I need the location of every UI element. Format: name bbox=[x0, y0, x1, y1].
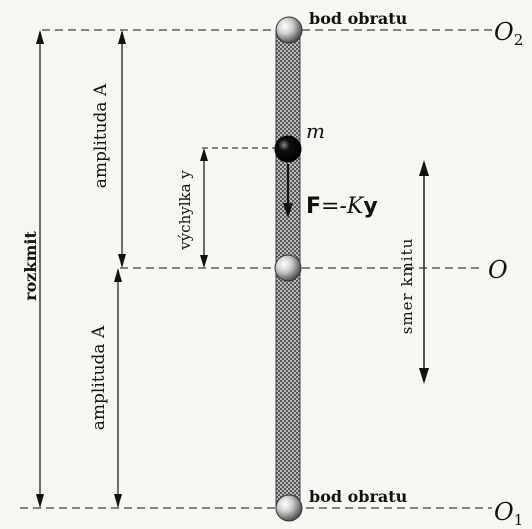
displacement-arrow bbox=[200, 148, 208, 268]
o2-label: O2 bbox=[494, 18, 523, 49]
amplitude-bottom-label: amplituda A bbox=[89, 325, 109, 430]
top-turning-point-ball bbox=[275, 16, 303, 44]
swing-arrow bbox=[36, 30, 44, 508]
swing-label: rozkmit bbox=[21, 231, 40, 301]
o1-label: O1 bbox=[494, 498, 523, 529]
amplitude-bottom-arrow bbox=[114, 268, 122, 508]
displacement-label: výchylka y bbox=[176, 170, 194, 251]
force-label: F=-Ky bbox=[306, 194, 378, 219]
mass-ball bbox=[274, 135, 302, 163]
force-arrow bbox=[283, 164, 293, 218]
amplitude-top-label: amplituda A bbox=[91, 83, 111, 188]
turning-point-top-label: bod obratu bbox=[309, 9, 408, 28]
o-label: O bbox=[488, 256, 508, 284]
direction-label: smer kmitu bbox=[398, 238, 416, 335]
direction-arrow bbox=[419, 160, 429, 384]
turning-point-bottom-label: bod obratu bbox=[309, 487, 408, 506]
equilibrium-ball bbox=[274, 254, 302, 282]
bottom-turning-point-ball bbox=[275, 494, 303, 522]
mass-label: m bbox=[306, 119, 325, 143]
amplitude-top-arrow bbox=[118, 30, 126, 268]
